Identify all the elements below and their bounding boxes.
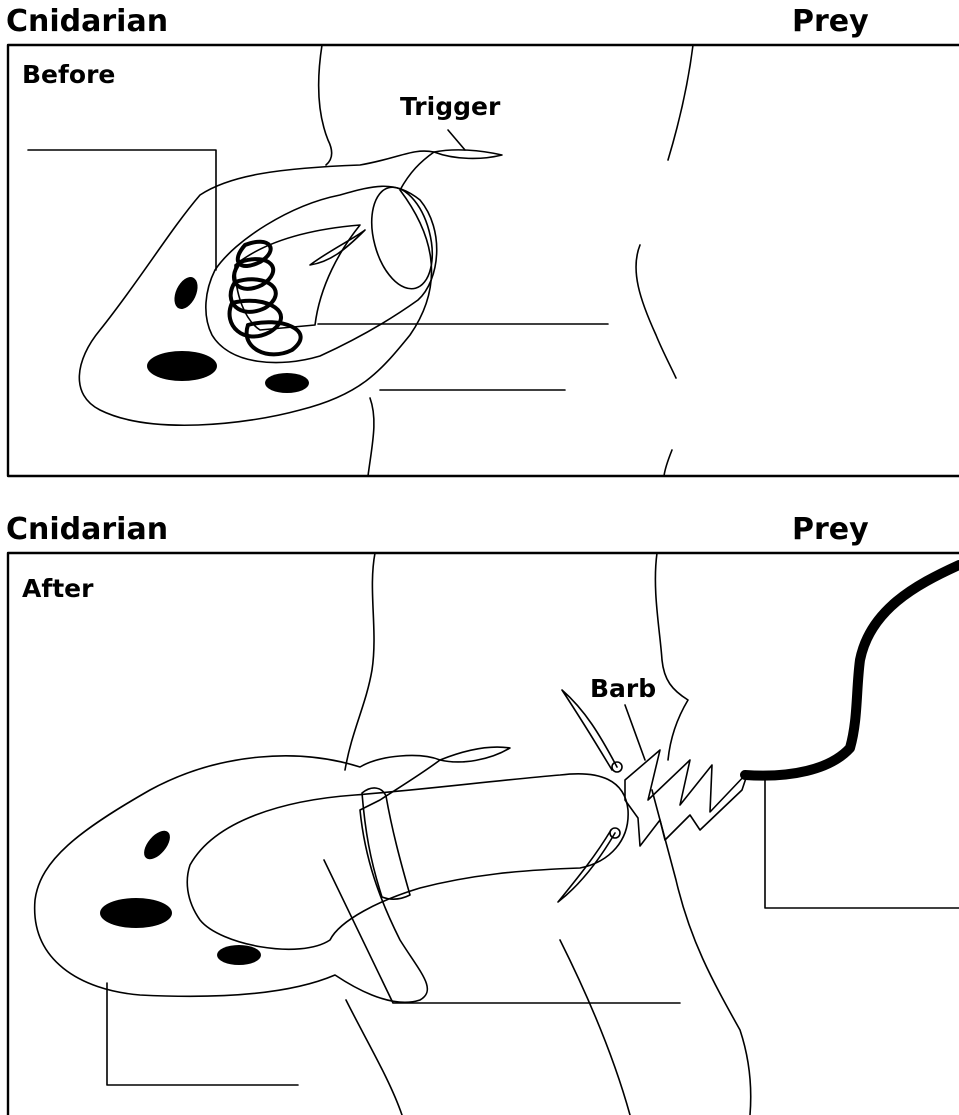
granule-top-2: [265, 373, 309, 393]
panel-frame-bottom: [8, 553, 959, 1115]
leader-line-thread-bottom: [765, 780, 959, 908]
granule-bottom-2: [217, 945, 261, 965]
surface-line-top: [319, 45, 332, 165]
surface-line-bottom: [345, 553, 375, 770]
surface-line-top-lower: [368, 398, 374, 476]
surface-line-bottom-lower: [346, 1000, 402, 1115]
granule-bottom-1: [139, 826, 175, 864]
cnidocil-trigger: [434, 150, 502, 159]
granule-top-1: [170, 273, 202, 312]
shaft-barbs: [625, 750, 748, 846]
prey-boundary-top-bottom: [664, 450, 672, 476]
prey-boundary-top: [668, 45, 693, 160]
barb-lower: [558, 830, 615, 902]
barb-upper: [562, 690, 617, 770]
leader-line-cell-bottom: [107, 983, 298, 1085]
barb-pointer: [625, 705, 645, 760]
everted-thread: [745, 565, 959, 776]
capsule-operculum: [361, 181, 442, 296]
discharged-capsule: [187, 774, 628, 949]
nucleus-large-bottom: [100, 898, 172, 928]
nucleus-large-top: [147, 351, 217, 381]
cnidocil-discharged: [440, 747, 510, 762]
prey-boundary-bottom: [655, 553, 688, 760]
trigger-pointer: [448, 130, 465, 150]
prey-boundary-top-lower: [636, 245, 676, 378]
surface-line-bottom-lower-2: [560, 940, 630, 1115]
nematocyst-capsule: [206, 186, 437, 362]
